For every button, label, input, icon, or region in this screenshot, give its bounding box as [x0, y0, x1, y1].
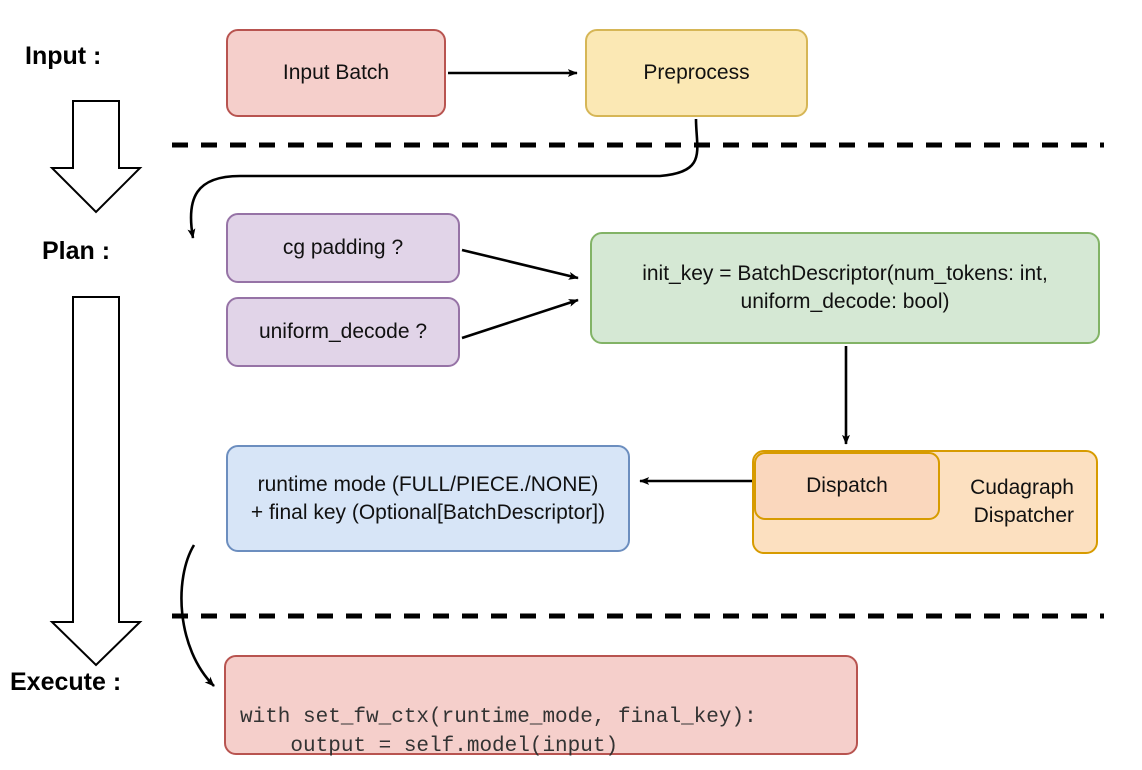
node-init-key-line2: uniform_decode: bool) [740, 290, 950, 313]
node-runtime-mode-line2: + final key (Optional[BatchDescriptor]) [250, 500, 606, 524]
node-cg-padding-label: cg padding ? [282, 236, 404, 260]
node-preprocess[interactable]: Preprocess [585, 29, 808, 117]
node-dispatch-label: Dispatch [806, 474, 888, 498]
edge-runtime-mode-to-execute [180, 544, 215, 687]
stage-label-plan: Plan : [42, 237, 111, 265]
node-cudagraph-dispatcher-line1: Cudagraph [970, 476, 1074, 500]
node-input-batch-label: Input Batch [282, 61, 390, 85]
node-preprocess-label: Preprocess [643, 61, 750, 85]
node-runtime-mode-line1: runtime mode (FULL/PIECE./NONE) [257, 472, 599, 496]
input-to-plan-arrow [49, 100, 143, 214]
stage-label-input: Input : [25, 42, 102, 70]
edge-uniform-decode-to-init-key [461, 298, 579, 340]
node-uniform-decode[interactable]: uniform_decode ? [226, 297, 460, 367]
node-cudagraph-dispatcher-line2: Dispatcher [973, 504, 1074, 527]
node-execute-code[interactable]: with set_fw_ctx(runtime_mode, final_key)… [224, 655, 858, 758]
plan-to-execute-arrow [49, 296, 143, 667]
node-execute-code-line1: with set_fw_ctx(runtime_mode, final_key)… [240, 705, 757, 729]
node-uniform-decode-label: uniform_decode ? [258, 320, 428, 344]
node-execute-code-line2: output = self.model(input) [240, 734, 619, 758]
node-dispatch[interactable]: Dispatch [754, 452, 940, 520]
stage-label-execute: Execute : [10, 668, 122, 696]
node-init-key-line1: init_key = BatchDescriptor(num_tokens: i… [642, 262, 1048, 286]
node-runtime-mode[interactable]: runtime mode (FULL/PIECE./NONE) + final … [226, 445, 630, 552]
node-cg-padding[interactable]: cg padding ? [226, 213, 460, 283]
node-init-key[interactable]: init_key = BatchDescriptor(num_tokens: i… [590, 232, 1100, 344]
node-input-batch[interactable]: Input Batch [226, 29, 446, 117]
edge-cg-padding-to-init-key [461, 248, 579, 280]
